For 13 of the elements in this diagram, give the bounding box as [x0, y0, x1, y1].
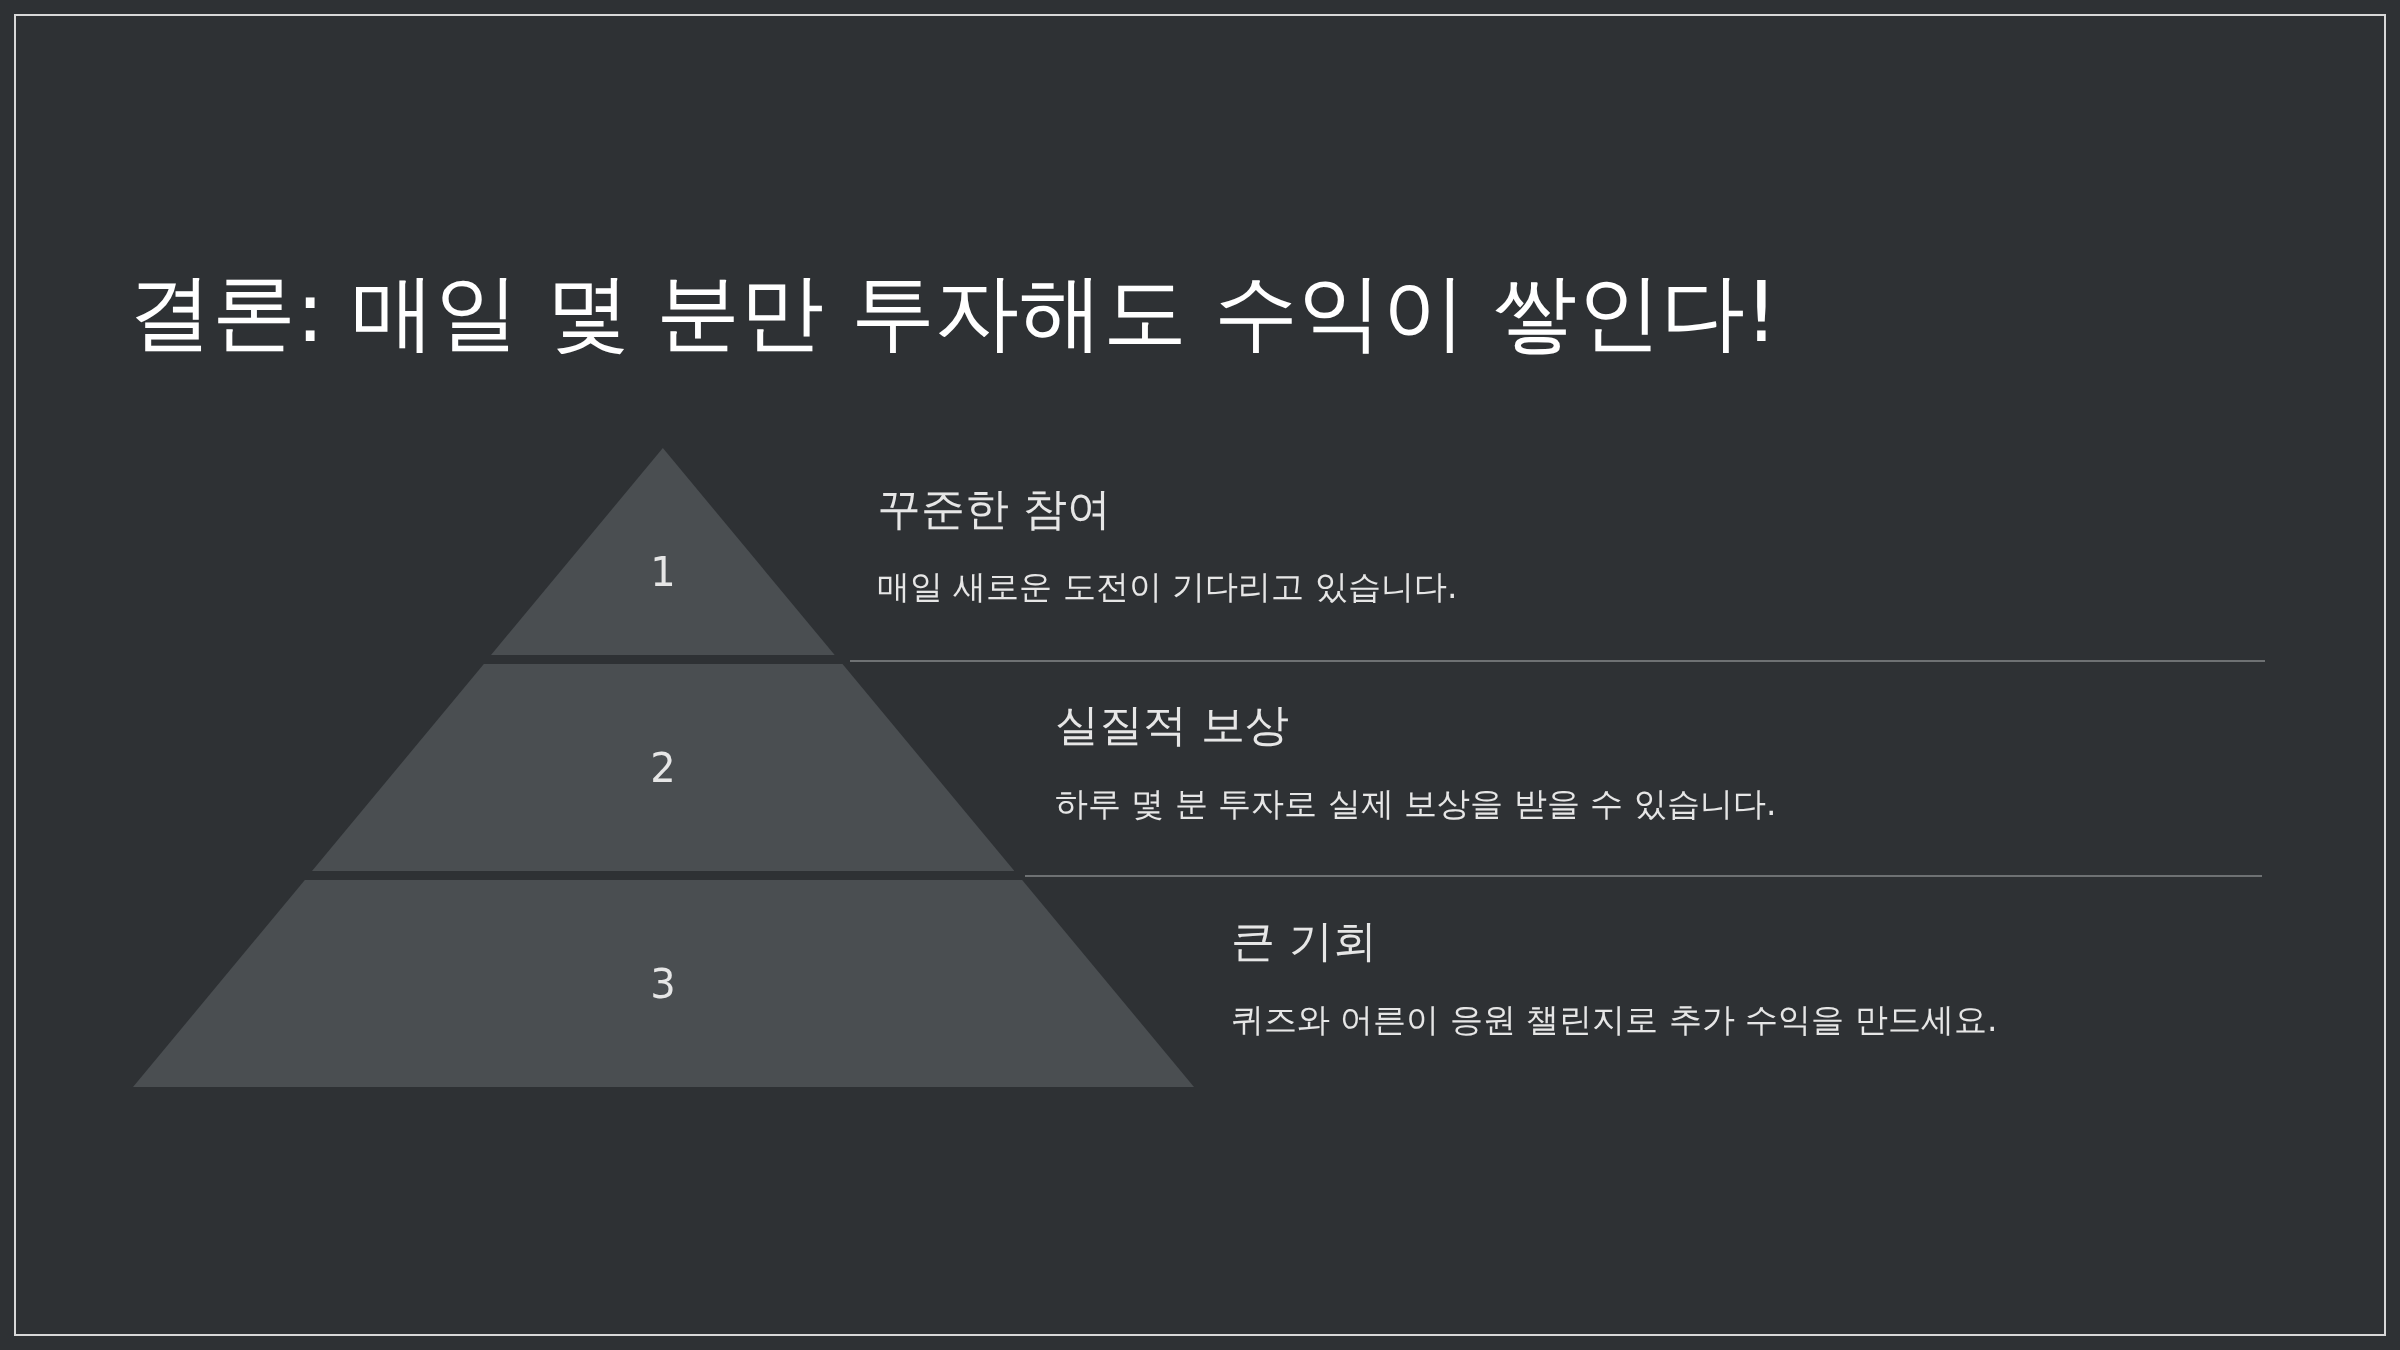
slide-title: 결론: 매일 몇 분만 투자해도 수익이 쌓인다! — [128, 262, 1779, 362]
tier-number: 1 — [650, 548, 676, 597]
pyramid-tier — [491, 448, 835, 655]
tier-description: 매일 새로운 도전이 기다리고 있습니다. — [877, 566, 1458, 608]
pyramid-tier — [311, 664, 1015, 871]
tier-number: 2 — [650, 743, 676, 792]
tier-heading: 꾸준한 참여 — [877, 482, 1111, 536]
tier-description: 퀴즈와 어른이 응원 챌린지로 추가 수익을 만드세요. — [1231, 999, 1998, 1041]
tier-heading: 실질적 보상 — [1055, 698, 1289, 752]
tier-description: 하루 몇 분 투자로 실제 보상을 받을 수 있습니다. — [1055, 783, 1777, 825]
tier-heading: 큰 기회 — [1231, 914, 1377, 968]
pyramid-tier — [132, 880, 1194, 1087]
tier-number: 3 — [650, 959, 676, 1008]
